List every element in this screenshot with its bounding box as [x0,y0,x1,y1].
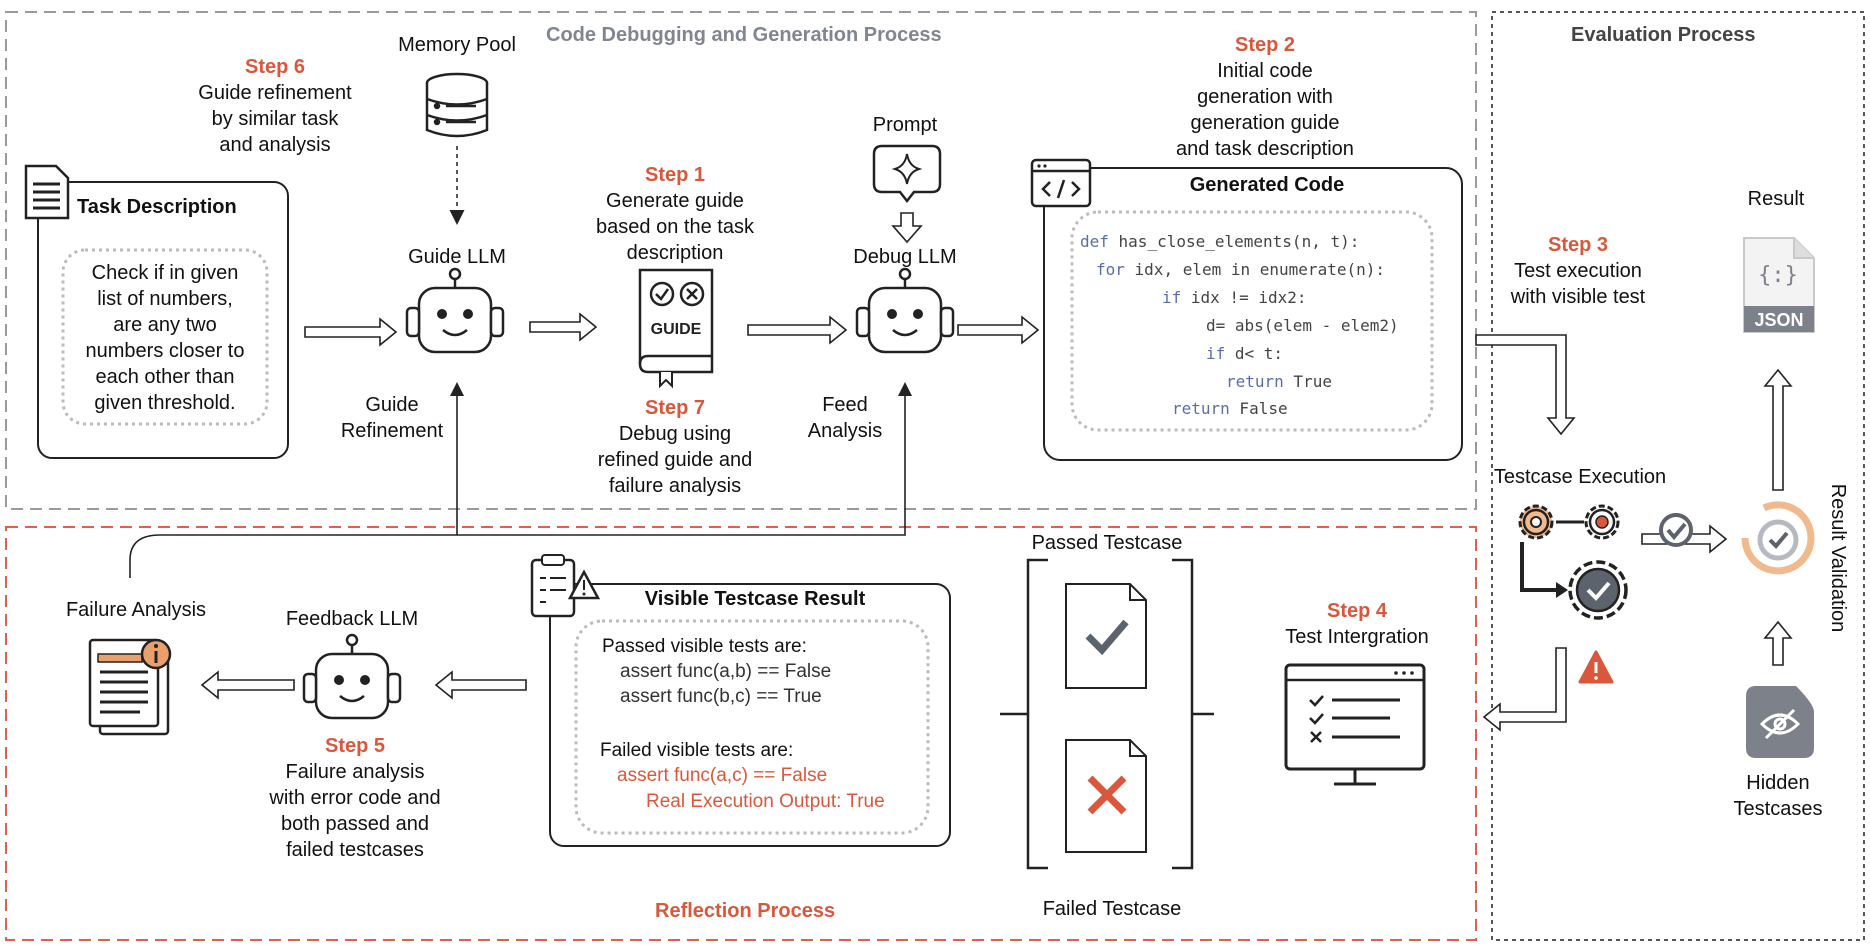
prompt-down-arrow [891,212,923,244]
debug-arrowhead [898,382,912,396]
code-line-5: if d< t: [1206,344,1284,363]
failure-analysis-label: Failure Analysis [65,599,207,621]
failed-testcase-doc-icon [1065,739,1147,853]
prompt-sparkle-icon [872,144,942,204]
code-line-7: return False [1172,399,1288,418]
passed-testcase-doc-icon [1065,583,1147,689]
analysis-to-debug-line [129,390,906,578]
visible-testcase-box [549,583,951,847]
task-description-title: Task Description [77,196,237,218]
guide-to-debug-llm-arrow [747,315,848,345]
guide-llm-to-guide-arrow [529,312,598,342]
svg-text:JSON: JSON [1754,310,1803,330]
svg-text:GUIDE: GUIDE [651,321,702,338]
code-window-icon [1030,158,1092,208]
code-debugging-frame [5,11,1477,510]
testcase-execution-label: Testcase Execution [1493,466,1667,488]
code-line-6: return True [1226,372,1332,391]
passed-test-2: assert func(b,c) == True [620,686,822,707]
hidden-eye-icon [1746,686,1814,758]
guide-arrowhead [450,382,464,396]
validation-to-result-arrow [1763,368,1793,491]
prompt-label: Prompt [872,114,938,136]
code-line-3: if idx != idx2: [1162,288,1307,307]
feedback-to-failure-arrow [200,670,295,700]
check-circle-icon [1659,513,1693,547]
result-label: Result [1747,188,1805,210]
reflection-title: Reflection Process [655,900,836,922]
reflection-frame [5,526,1477,941]
task-to-guide-llm-arrow [304,317,398,347]
evaluation-frame [1491,11,1865,941]
gear-icon [1518,504,1628,620]
code-line-2: for idx, elem in enumerate(n): [1096,260,1385,279]
monitor-checklist-icon [1284,663,1426,786]
database-icon [425,72,489,138]
failed-tests-header: Failed visible tests are: [600,740,794,761]
testcase-bracket [1000,558,1214,870]
validation-refresh-icon [1741,501,1815,575]
hidden-to-validation-arrow [1763,620,1793,666]
feedback-llm-robot-icon [302,633,402,720]
guide-llm-robot-icon [405,267,505,354]
svg-text:{:}: {:} [1758,263,1798,288]
code-line-4: d= abs(elem - elem2) [1206,316,1399,335]
visible-to-feedback-arrow [434,670,527,700]
clipboard-warning-icon [530,554,601,618]
passed-tests-header: Passed visible tests are: [602,636,807,657]
generated-code-title: Generated Code [1189,174,1345,196]
execution-to-integration-arrow [1482,647,1567,732]
document-icon [24,164,70,220]
debug-llm-to-code-arrow [957,315,1040,345]
failed-test-output: Real Execution Output: True [646,791,885,812]
warning-icon [1578,650,1614,684]
passed-test-1: assert func(a,b) == False [620,661,832,682]
feedback-llm-label: Feedback LLM [285,608,419,630]
failed-testcase-label: Failed Testcase [1042,898,1182,920]
debug-llm-robot-icon [855,267,955,354]
guide-llm-label: Guide LLM [408,246,506,268]
failed-test-1: assert func(a,c) == False [617,765,828,786]
json-file-icon: {:} JSON [1743,237,1815,333]
step4-block: Step 4 Test Intergration [1285,600,1429,648]
memory-pool-label: Memory Pool [398,34,516,56]
code-to-execution-arrow [1475,334,1576,436]
generated-code-box [1043,167,1463,461]
code-line-1: def has_close_elements(n, t): [1080,232,1360,251]
failure-analysis-doc-icon [88,638,172,736]
task-description-box [37,181,289,459]
evaluation-title: Evaluation Process [1571,24,1756,46]
result-validation-label: Result Validation [1827,483,1849,633]
debug-llm-label: Debug LLM [853,246,957,268]
visible-testcase-title: Visible Testcase Result [644,588,866,610]
passed-testcase-label: Passed Testcase [1031,532,1183,554]
code-debugging-title: Code Debugging and Generation Process [546,24,942,46]
guide-book-icon: GUIDE [638,268,714,389]
